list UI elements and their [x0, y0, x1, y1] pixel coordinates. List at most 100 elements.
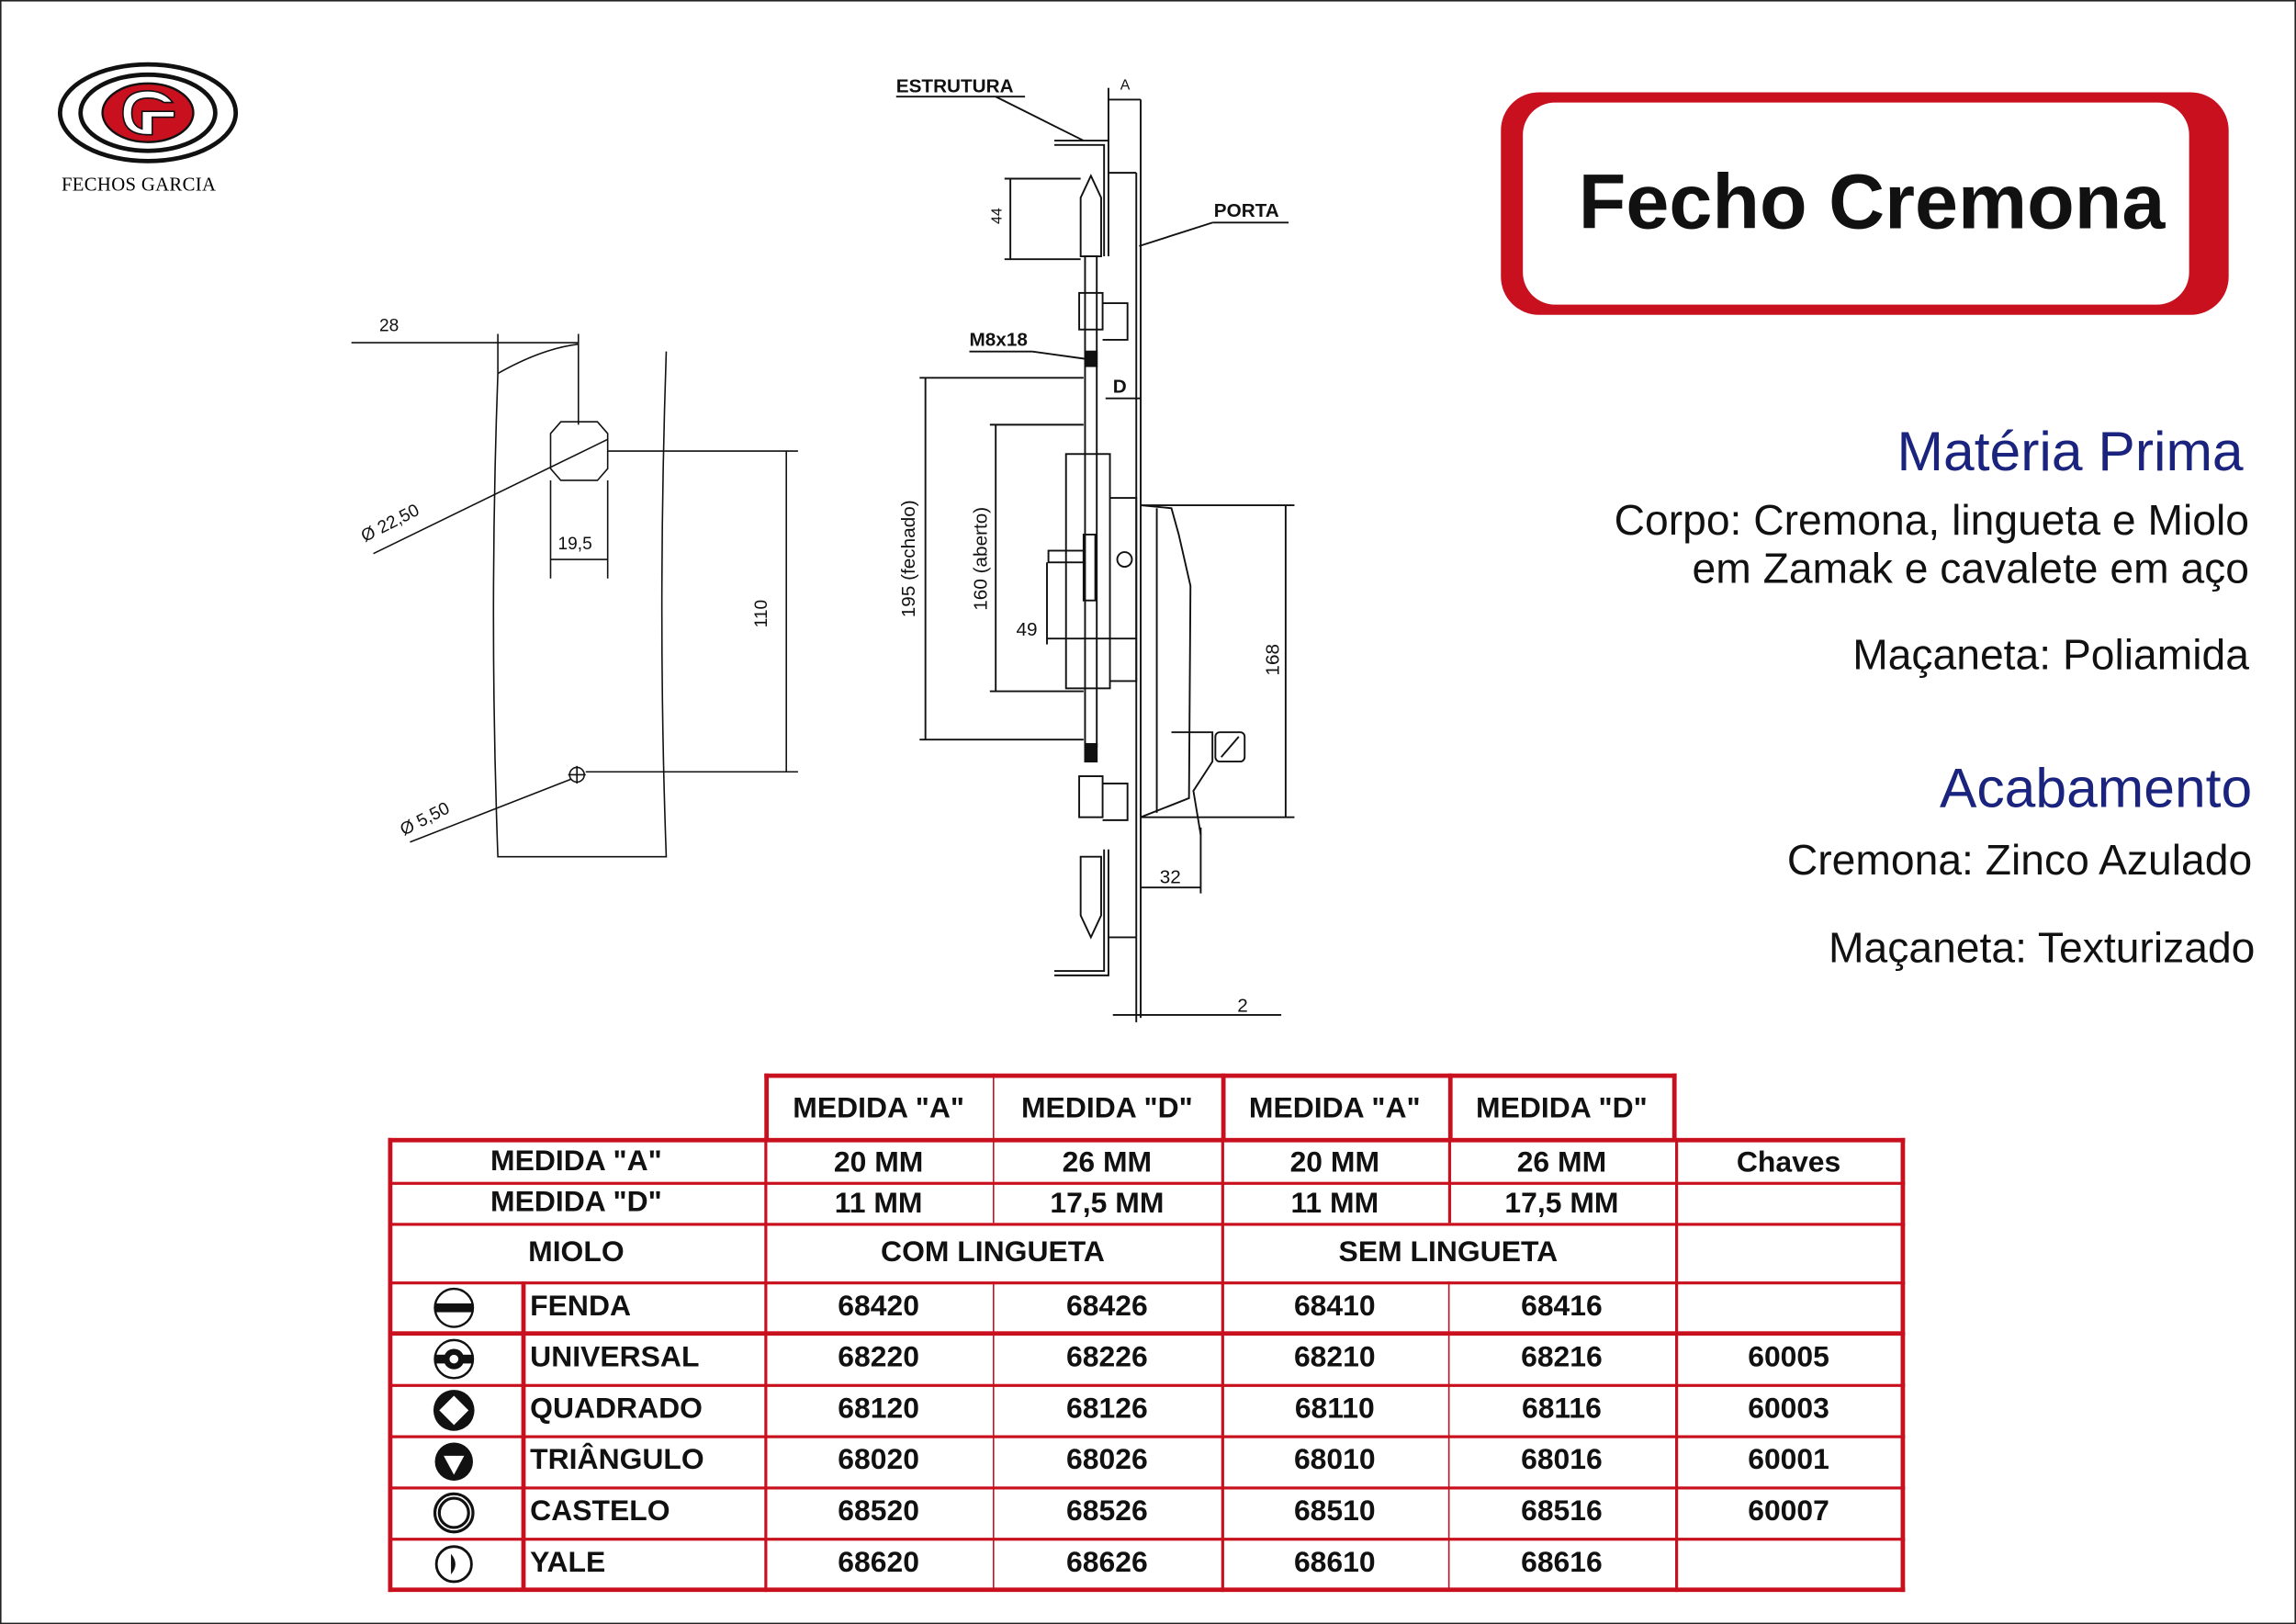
- miolo-header: MIOLO: [528, 1235, 625, 1269]
- miolo-name: QUADRADO: [530, 1393, 703, 1426]
- medida-a-value: 26 MM: [1516, 1145, 1607, 1179]
- column-header: MEDIDA "A": [793, 1091, 964, 1124]
- product-code: 68520: [838, 1494, 919, 1528]
- chave-code: [1675, 1281, 1902, 1333]
- table-rule: [388, 1223, 1906, 1225]
- miolo-name: FENDA: [530, 1290, 632, 1323]
- chave-code: 60001: [1748, 1444, 1829, 1477]
- title-box: Fecho Cremona: [1501, 92, 2229, 315]
- table-rule: [388, 1383, 1906, 1387]
- label-porta: PORTA: [1213, 198, 1279, 221]
- acabamento-macaneta: Maçaneta: Texturizado: [1829, 925, 2256, 973]
- fenda-icon: [433, 1287, 475, 1327]
- table-rule: [388, 1486, 1906, 1489]
- product-code: 68220: [838, 1341, 919, 1374]
- materia-corpo-line1: Corpo: Cremona, lingueta e Miolo: [1614, 498, 2249, 546]
- dim-44: 44: [989, 208, 1007, 225]
- table-rule: [764, 1137, 768, 1593]
- table-rule: [1447, 1073, 1453, 1142]
- product-code: 68016: [1521, 1444, 1603, 1477]
- product-code: 68226: [1066, 1341, 1148, 1374]
- product-code: 68610: [1293, 1546, 1376, 1579]
- dim-49: 49: [1016, 617, 1038, 640]
- table-rule: [1671, 1073, 1677, 1142]
- product-code: 68526: [1066, 1494, 1148, 1528]
- acabamento-heading: Acabamento: [1939, 758, 2253, 820]
- dim-2: 2: [1237, 994, 1248, 1017]
- com-lingueta-header: COM LINGUETA: [881, 1235, 1105, 1269]
- dim-28: 28: [378, 314, 400, 336]
- product-code: 68626: [1066, 1546, 1148, 1579]
- dim-168: 168: [1261, 643, 1284, 676]
- table-rule: [388, 1181, 1906, 1185]
- table-rule: [388, 1281, 1906, 1284]
- table-rule: [993, 1281, 995, 1589]
- table-rule: [388, 1538, 1906, 1540]
- chave-code: 60005: [1748, 1341, 1829, 1374]
- miolo-name: YALE: [530, 1546, 606, 1579]
- medida-d-value: 11 MM: [1290, 1187, 1379, 1220]
- product-code: 68516: [1521, 1494, 1603, 1528]
- medida-d-value: 17,5 MM: [1050, 1187, 1165, 1220]
- product-code: 68416: [1521, 1290, 1603, 1323]
- yale-icon: [434, 1544, 473, 1583]
- table-rule: [993, 1073, 995, 1142]
- chave-code: 60007: [1748, 1494, 1829, 1528]
- product-code: 68020: [838, 1444, 919, 1477]
- miolo-name: UNIVERSAL: [530, 1341, 700, 1374]
- table-rule: [764, 1073, 770, 1142]
- product-code: 68216: [1521, 1341, 1603, 1374]
- medida-d-value: 17,5 MM: [1504, 1187, 1619, 1220]
- product-code: 68116: [1521, 1393, 1602, 1426]
- materia-corpo-line2: em Zamak e cavalete em aço: [1692, 546, 2249, 593]
- medida-a-value: 20 MM: [1289, 1145, 1380, 1179]
- castelo-icon: [433, 1491, 475, 1533]
- chave-code: 60003: [1748, 1393, 1829, 1426]
- fechos-garcia-logo: [57, 62, 239, 164]
- row-label-medida-d: MEDIDA "D": [490, 1186, 662, 1219]
- column-header-chaves: Chaves: [1736, 1145, 1841, 1179]
- sem-lingueta-header: SEM LINGUETA: [1338, 1235, 1559, 1269]
- row-label-medida-a: MEDIDA "A": [490, 1145, 662, 1178]
- product-code: 68410: [1293, 1290, 1376, 1323]
- table-rule: [1447, 1281, 1450, 1589]
- table-rule: [1674, 1137, 1679, 1593]
- table-rule: [764, 1073, 1677, 1078]
- product-code: 68616: [1521, 1546, 1603, 1579]
- triangulo-icon: [434, 1441, 473, 1481]
- product-code: 68210: [1293, 1341, 1376, 1374]
- universal-icon: [433, 1337, 475, 1379]
- acabamento-cremona: Cremona: Zinco Azulado: [1786, 837, 2253, 885]
- miolo-name: CASTELO: [530, 1494, 670, 1528]
- dim-160-aberto: 160 (aberto): [969, 506, 992, 611]
- medida-a-value: 26 MM: [1062, 1145, 1153, 1179]
- brand-name: FECHOS GARCIA: [61, 173, 217, 196]
- column-header: MEDIDA "D": [1020, 1091, 1193, 1124]
- table-rule: [521, 1281, 525, 1589]
- table-rule: [388, 1137, 1906, 1143]
- table-rule: [1447, 1137, 1452, 1224]
- chave-code: [1675, 1538, 1902, 1589]
- product-code: 68110: [1294, 1393, 1375, 1426]
- table-rule: [388, 1435, 1906, 1438]
- dim-32: 32: [1159, 865, 1181, 888]
- table-rule: [388, 1331, 1906, 1336]
- materia-macaneta: Maçaneta: Poliamida: [1852, 632, 2249, 680]
- medida-a-value: 20 MM: [833, 1145, 924, 1179]
- product-code: 68010: [1293, 1444, 1376, 1477]
- quadrado-icon: [433, 1389, 475, 1430]
- dim-d: D: [1112, 375, 1127, 398]
- product-code: 68126: [1066, 1393, 1148, 1426]
- product-code: 68620: [838, 1546, 919, 1579]
- dim-a: A: [1120, 77, 1131, 95]
- page-title: Fecho Cremona: [1578, 159, 2166, 246]
- table-rule: [1900, 1137, 1906, 1593]
- label-m8x18: M8x18: [969, 328, 1028, 351]
- dim-110: 110: [750, 599, 771, 628]
- dim-195-fechado: 195 (fechado): [896, 500, 919, 618]
- table-rule: [993, 1137, 995, 1224]
- product-code: 68026: [1066, 1444, 1148, 1477]
- dim-19-5: 19,5: [557, 533, 592, 554]
